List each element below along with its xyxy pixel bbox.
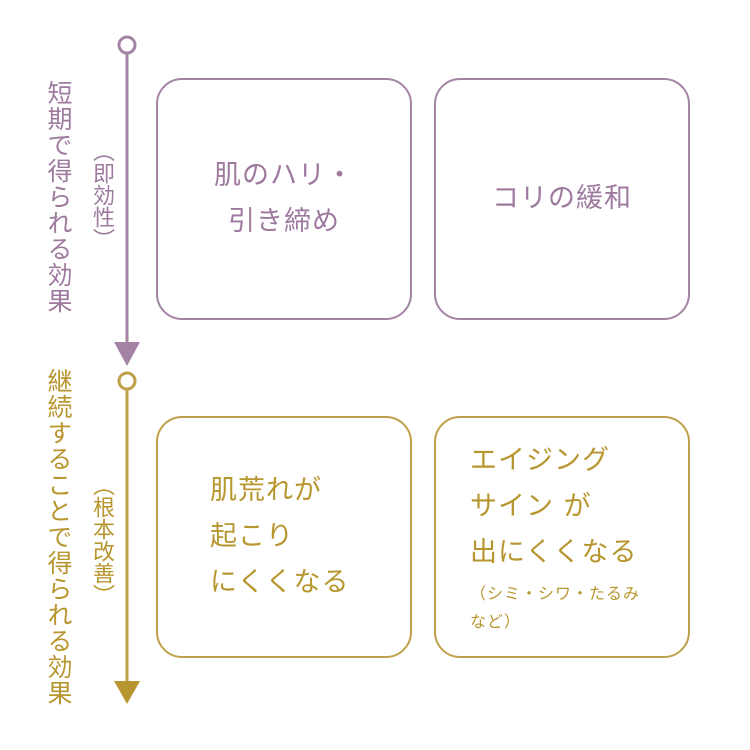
top-section-sub-label: （即効性） <box>89 140 114 250</box>
card-line: エイジング <box>470 445 610 476</box>
card-note-line: など） <box>470 612 522 631</box>
card-line: サイン が <box>470 491 592 522</box>
card-line: にくくなる <box>210 567 350 598</box>
card-line: 肌のハリ・ <box>214 160 354 191</box>
card-less-skin-trouble: 肌荒れが 起こり にくくなる <box>156 416 412 658</box>
bottom-arrow-head <box>114 681 140 704</box>
card-stiffness-relief: コリの緩和 <box>434 78 690 320</box>
bottom-section-sub-label: （根本改善） <box>89 474 114 606</box>
card-less-aging-signs: エイジング サイン が 出にくくなる （シミ・シワ・たるみ など） <box>434 416 690 658</box>
card-line: 出にくくなる <box>470 537 638 568</box>
top-section-label: 短期で得られる効果 <box>44 80 73 314</box>
card-line: 肌荒れが <box>210 475 322 506</box>
card-skin-firming: 肌のハリ・ 引き締め <box>156 78 412 320</box>
card-line: 起こり <box>210 521 294 552</box>
card-line: コリの緩和 <box>492 183 632 214</box>
top-arrow-start-circle <box>117 35 137 55</box>
card-note: （シミ・シワ・たるみ など） <box>470 580 688 636</box>
bottom-arrow-start-circle <box>117 371 137 391</box>
bottom-section-label: 継続することで得られる効果 <box>44 368 73 706</box>
top-arrow-head <box>114 342 140 366</box>
card-line: 引き締め <box>228 206 340 237</box>
card-note-line: （シミ・シワ・たるみ <box>470 584 641 603</box>
